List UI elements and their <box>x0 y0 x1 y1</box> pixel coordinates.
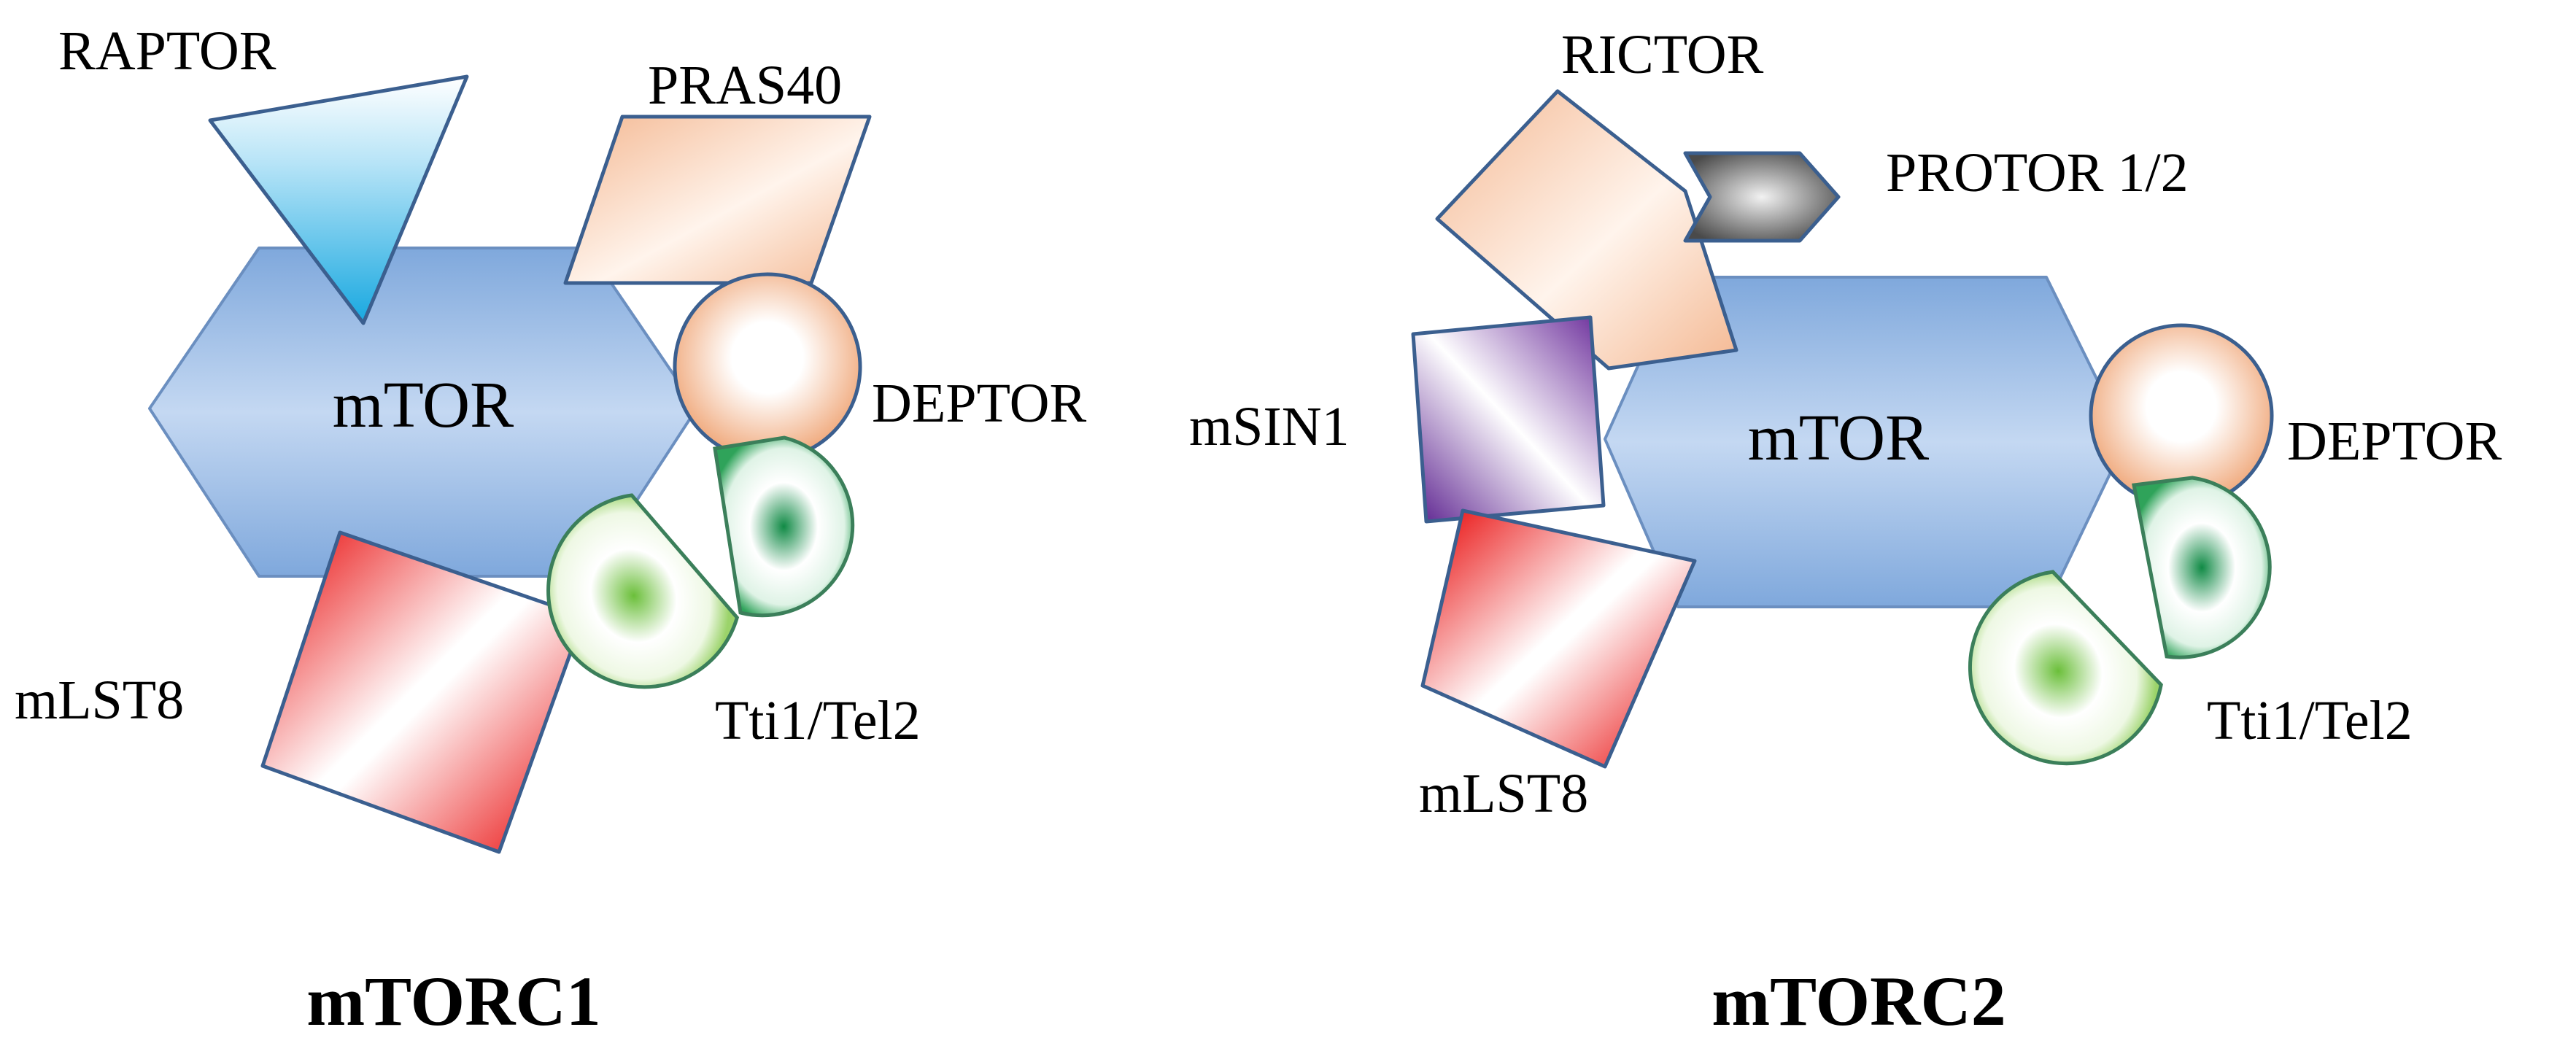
mtorc1-complex: mTOR RAPTOR PRAS40 DEPTOR mLST8 Tti1/Tel… <box>15 20 1087 1040</box>
mtorc1-deptor-label: DEPTOR <box>872 373 1087 434</box>
mlst8-square-icon <box>260 530 586 854</box>
pras40-parallelogram-icon <box>563 115 872 285</box>
mtorc1-core-label: mTOR <box>333 369 514 441</box>
mlst8-square-icon <box>1420 508 1697 769</box>
mtorc2-core-label: mTOR <box>1748 402 1929 474</box>
pras40-label: PRAS40 <box>648 55 842 116</box>
msin1-square-icon <box>1411 315 1606 524</box>
mtorc2-tti1-tel2-label: Tti1/Tel2 <box>2207 690 2413 751</box>
mtorc1-caption: mTORC1 <box>306 962 601 1040</box>
mtorc2-complex: mTOR RICTOR PROTOR 1/2 mSIN1 DEPTOR mLST… <box>1189 24 2502 1040</box>
mtorc2-caption: mTORC2 <box>1711 962 2006 1040</box>
mtorc2-deptor-label: DEPTOR <box>2287 411 2502 472</box>
rictor-label: RICTOR <box>1561 24 1764 85</box>
msin1-label: mSIN1 <box>1189 396 1350 457</box>
protor-label: PROTOR 1/2 <box>1886 142 2189 204</box>
tel2-pac-circle-icon <box>713 435 855 618</box>
raptor-label: RAPTOR <box>58 20 276 82</box>
tti1-pac-circle-icon <box>1968 570 2163 766</box>
raptor-triangle-icon <box>208 74 469 325</box>
mtorc1-mlst8-label: mLST8 <box>15 670 184 731</box>
rictor-pentagon-icon <box>1435 89 1738 371</box>
tti1-pac-circle-icon <box>546 493 740 689</box>
tel2-pac-circle-icon <box>2132 476 2272 659</box>
mtorc2-mlst8-label: mLST8 <box>1419 763 1588 824</box>
mtorc1-tti1-tel2-label: Tti1/Tel2 <box>715 690 921 751</box>
protor-hexagon-icon <box>1683 151 1841 243</box>
deptor-circle-icon <box>673 272 862 462</box>
